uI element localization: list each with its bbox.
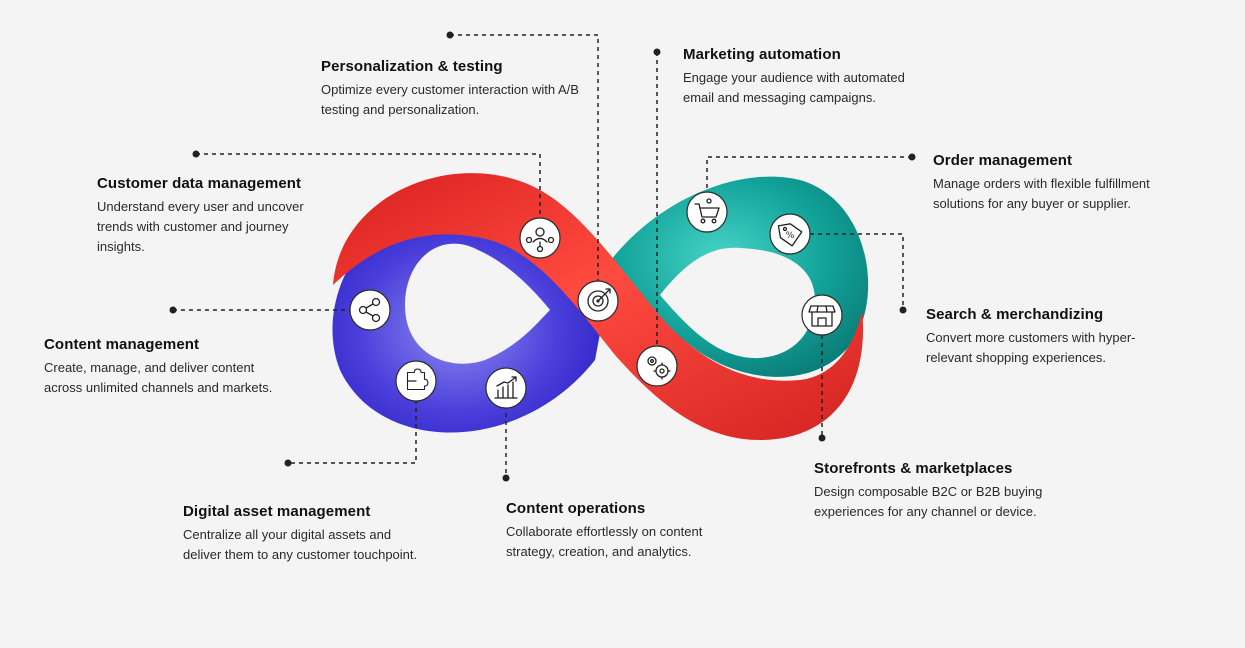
leader-dot [818, 434, 826, 442]
leader-dot [446, 31, 454, 39]
capability-title: Content management [44, 336, 200, 353]
label-content-mgmt: Content management Create, manage, and d… [44, 336, 284, 398]
shopping-cart-icon [686, 191, 728, 233]
leader-dot [908, 153, 916, 161]
leader-dot [899, 306, 907, 314]
user-network-icon [519, 217, 561, 259]
people-share-icon [349, 289, 391, 331]
storefront-icon [801, 294, 843, 336]
leader-dot [653, 48, 661, 56]
capability-description: Understand every user and uncover trends… [97, 199, 304, 254]
capability-title: Search & merchandizing [926, 306, 1104, 323]
capability-title: Storefronts & marketplaces [814, 460, 1013, 477]
label-dam: Digital asset management Centralize all … [183, 503, 423, 565]
capability-title: Content operations [506, 500, 646, 517]
target-icon [577, 280, 619, 322]
leader-personalization [450, 34, 599, 285]
capability-title: Digital asset management [183, 503, 371, 520]
leader-dot [502, 474, 510, 482]
label-customer-data: Customer data management Understand ever… [97, 175, 337, 257]
puzzle-icon [395, 360, 437, 402]
capability-description: Centralize all your digital assets and d… [183, 527, 418, 562]
capability-description: Design composable B2C or B2B buying expe… [814, 484, 1043, 519]
label-marketing: Marketing automation Engage your audienc… [683, 46, 908, 108]
capability-description: Manage orders with flexible fulfillment … [933, 176, 1150, 211]
growth-chart-icon [485, 367, 527, 409]
svg-text:%: % [786, 231, 795, 241]
capability-description: Create, manage, and deliver content acro… [44, 360, 273, 395]
capability-title: Customer data management [97, 175, 302, 192]
capability-description: Convert more customers with hyper-releva… [926, 330, 1136, 365]
gears-icon [636, 345, 678, 387]
label-content-ops: Content operations Collaborate effortles… [506, 500, 746, 562]
label-order: Order management Manage orders with flex… [933, 152, 1203, 214]
capability-description: Engage your audience with automated emai… [683, 70, 905, 105]
leader-dot [169, 306, 177, 314]
capability-title: Marketing automation [683, 46, 841, 63]
capability-title: Order management [933, 152, 1073, 169]
label-personalization: Personalization & testing Optimize every… [321, 58, 581, 120]
price-tag-icon: % [769, 213, 811, 255]
capability-title: Personalization & testing [321, 58, 503, 75]
label-search: Search & merchandizing Convert more cust… [926, 306, 1176, 368]
capability-description: Collaborate effortlessly on content stra… [506, 524, 703, 559]
capability-description: Optimize every customer interaction with… [321, 82, 579, 117]
leader-dot [192, 150, 200, 158]
leader-customer-data [196, 153, 541, 222]
leader-dot [284, 459, 292, 467]
label-storefront: Storefronts & marketplaces Design compos… [814, 460, 1069, 522]
